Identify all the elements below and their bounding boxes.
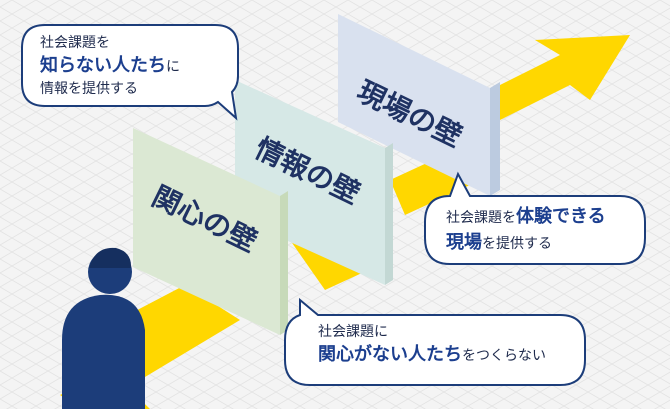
bubble-bottom-text: 社会課題に 関心がない人たちをつくらない (318, 322, 546, 368)
bubble-top-line3: 情報を提供する (40, 81, 138, 98)
bubble-top-line1: 社会課題を (40, 35, 110, 51)
wall-back (338, 14, 490, 196)
bubble-top (21, 24, 239, 121)
bubble-right-text: 社会課題を体験できる 現場を提供する (446, 204, 606, 256)
bubble-bottom (284, 297, 586, 386)
bubble-right-emphasis1: 体験できる (516, 206, 606, 227)
bubble-bottom-line2-tail: をつくらない (462, 348, 546, 365)
wall-mid-side (385, 143, 393, 285)
bubble-right-line1-head: 社会課題を (446, 210, 516, 226)
direction-arrow (490, 35, 630, 165)
wall-back-side (490, 82, 500, 196)
bubble-top-text: 社会課題を 知らない人たちに 情報を提供する (40, 33, 180, 100)
bubble-right-emphasis2: 現場 (446, 232, 482, 254)
wall-front-side (280, 191, 288, 335)
person-cap (89, 247, 132, 268)
bubble-top-emphasis: 知らない人たち (40, 55, 166, 77)
person-body (62, 294, 145, 409)
bubble-bottom-emphasis: 関心がない人たち (318, 344, 462, 366)
bubble-right-line2-tail: を提供する (482, 236, 552, 253)
bubble-top-line2-tail: に (166, 59, 180, 76)
person-figure (62, 247, 145, 409)
wall-front (133, 128, 280, 335)
bubble-bottom-line1: 社会課題に (318, 324, 388, 340)
bubble-right (424, 171, 646, 265)
